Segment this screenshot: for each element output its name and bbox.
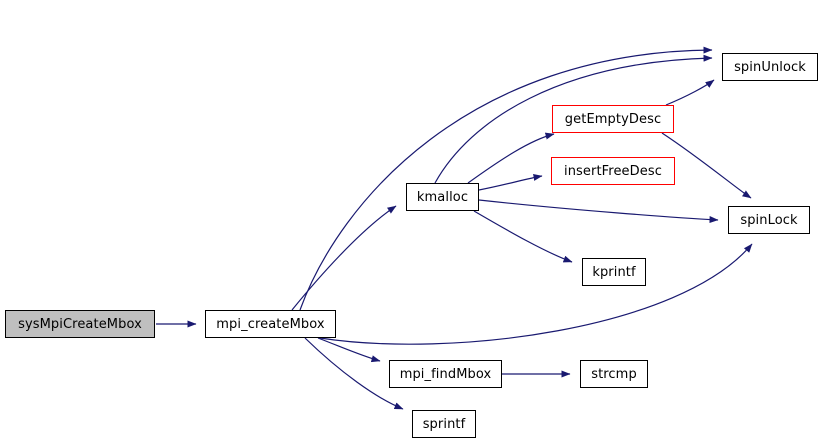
call-edge-kmalloc-to-insertFreeDesc	[478, 174, 543, 191]
node-label-getEmptyDesc: getEmptyDesc	[564, 111, 662, 127]
node-kprintf[interactable]: kprintf	[582, 258, 646, 286]
node-label-spinUnlock: spinUnlock	[734, 59, 806, 75]
node-kmalloc[interactable]: kmalloc	[406, 183, 479, 211]
node-label-mpi_findMbox: mpi_findMbox	[399, 366, 492, 382]
call-edge-mpi_createMbox-to-spinLock	[319, 243, 753, 345]
node-label-mpi_createMbox: mpi_createMbox	[216, 316, 325, 332]
call-edge-getEmptyDesc-to-spinUnlock	[665, 79, 715, 106]
node-spinUnlock[interactable]: spinUnlock	[722, 53, 818, 81]
node-label-sysMpiCreateMbox: sysMpiCreateMbox	[18, 316, 142, 332]
node-label-spinLock: spinLock	[740, 212, 798, 228]
node-insertFreeDesc[interactable]: insertFreeDesc	[551, 157, 675, 185]
node-mpi_createMbox[interactable]: mpi_createMbox	[205, 310, 336, 338]
node-sysMpiCreateMbox[interactable]: sysMpiCreateMbox	[5, 310, 155, 338]
call-edge-kmalloc-to-spinUnlock	[434, 54, 713, 184]
call-edge-kmalloc-to-kprintf	[473, 210, 573, 263]
node-label-kmalloc: kmalloc	[416, 189, 469, 205]
call-edge-mpi_createMbox-to-mpi_findMbox	[317, 337, 381, 363]
node-mpi_findMbox[interactable]: mpi_findMbox	[389, 360, 502, 388]
node-label-insertFreeDesc: insertFreeDesc	[564, 163, 662, 179]
call-edge-mpi_createMbox-to-spinUnlock	[299, 46, 713, 311]
node-label-kprintf: kprintf	[592, 264, 636, 280]
edges-group	[156, 46, 753, 410]
node-getEmptyDesc[interactable]: getEmptyDesc	[552, 105, 674, 133]
call-edge-mpi_createMbox-to-sprintf	[304, 337, 404, 410]
call-edge-kmalloc-to-spinLock	[478, 199, 719, 224]
node-sprintf[interactable]: sprintf	[412, 410, 476, 438]
node-spinLock[interactable]: spinLock	[728, 206, 810, 234]
call-edge-getEmptyDesc-to-spinLock	[661, 132, 752, 199]
node-label-sprintf: sprintf	[422, 416, 466, 432]
call-edge-mpi_createMbox-to-kmalloc	[291, 205, 397, 311]
node-label-strcmp: strcmp	[591, 366, 637, 382]
node-strcmp[interactable]: strcmp	[580, 360, 648, 388]
call-edge-kmalloc-to-getEmptyDesc	[467, 132, 555, 184]
